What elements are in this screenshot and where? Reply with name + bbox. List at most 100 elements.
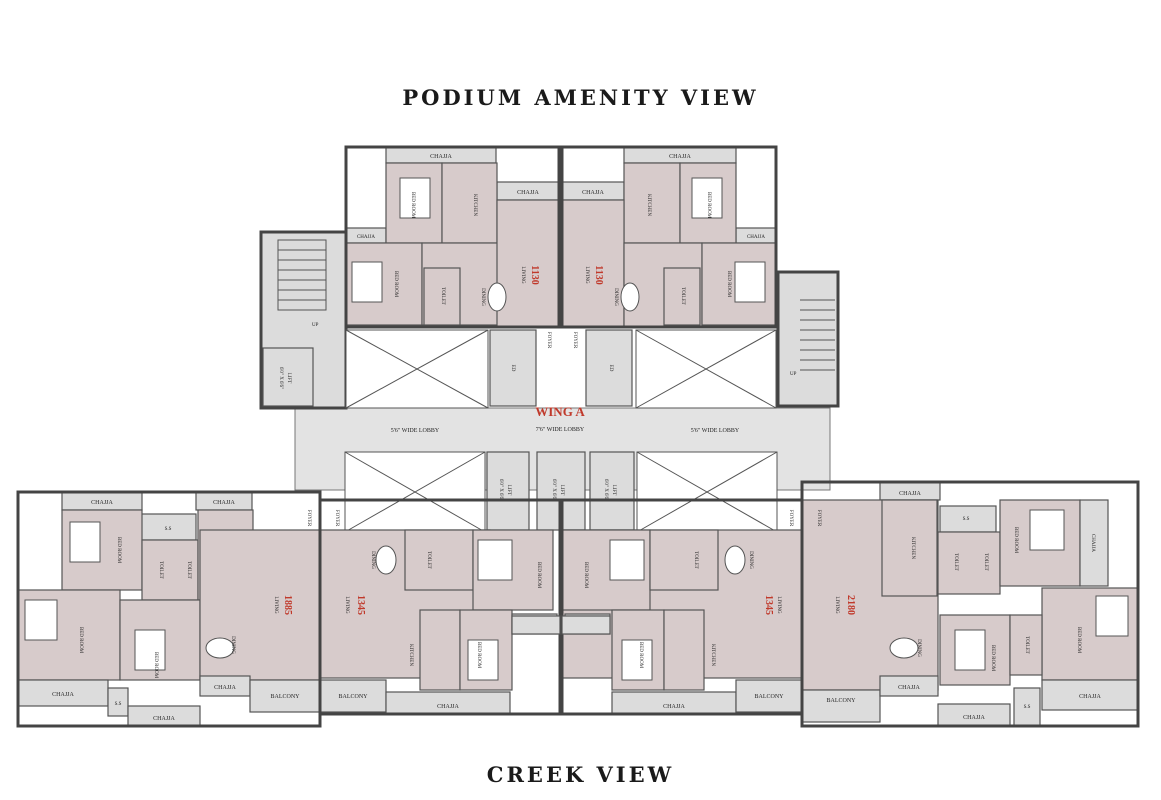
living-label: LIVING [520, 266, 525, 284]
kitchen-label: KITCHEN [472, 194, 477, 216]
toilet-label: TOILET [983, 553, 988, 570]
dining-table-top-right [620, 282, 640, 312]
podium-amenity-view-heading: PODIUM AMENITY VIEW [402, 85, 759, 110]
chajja-b4-5 [1041, 679, 1139, 711]
lift-2-label: LIFT [559, 485, 564, 496]
dining-table-b3 [724, 545, 746, 575]
toilet-b1-1 [141, 539, 199, 601]
area-top-left: 1130 [529, 265, 540, 284]
bedroom-label: BED ROOM [153, 652, 158, 679]
foyer-label: FOYER [572, 332, 577, 349]
dining-label: DINING [230, 636, 235, 654]
stair-right [777, 271, 839, 407]
lift-4 [262, 347, 314, 407]
chajja-label: CHAJJA [91, 500, 113, 506]
chajja-b4-2 [1079, 499, 1109, 587]
toilet-b4-1 [937, 531, 1001, 595]
chajja-label: CHAJJA [52, 692, 74, 698]
ed-label: ED [608, 365, 613, 372]
wing-title: WING A [535, 404, 585, 419]
lift-3-size: 6'0" X 6'6" [603, 479, 608, 501]
ss-label: S.S [963, 517, 970, 522]
area-bottom-2: 1345 [355, 595, 366, 615]
living-top-left-2 [496, 199, 560, 328]
bedroom-label: BED ROOM [726, 271, 731, 298]
area-bottom-4: 2180 [845, 595, 856, 615]
foyer-label: FOYER [816, 510, 821, 527]
balcony-b4 [801, 689, 881, 723]
lift-1-label: LIFT [506, 485, 511, 496]
toilet-label: TOILET [158, 561, 163, 578]
area-bottom-1: 1885 [282, 595, 293, 615]
area-bottom-3: 1345 [763, 595, 774, 615]
kitchen-top-left [441, 162, 498, 244]
toilet-label: TOILET [953, 553, 958, 570]
ss-b1-2 [107, 687, 129, 717]
toilet-label: TOILET [426, 551, 431, 568]
lift-1 [486, 451, 530, 531]
kitchen-label: KITCHEN [408, 644, 413, 666]
bedroom-label: BED ROOM [410, 192, 415, 219]
chajja-label: CHAJJA [899, 491, 921, 497]
lobby-left-label: 5'6" WIDE LOBBY [391, 428, 440, 434]
dining-label: DINING [613, 288, 618, 306]
foyer-label: FOYER [788, 510, 793, 527]
chajja-label: CHAJJA [213, 500, 235, 506]
living-top-right [561, 199, 625, 328]
living-label: LIVING [273, 596, 278, 614]
creek-view-heading: CREEK VIEW [486, 762, 675, 787]
bedroom-label: BED ROOM [393, 271, 398, 298]
chajja-center-left [511, 615, 561, 635]
kitchen-top-right [623, 162, 681, 244]
chajja-label: CHAJJA [430, 154, 452, 160]
bedroom-label: BED ROOM [706, 192, 711, 219]
stair-right-up: UP [790, 372, 797, 377]
kitchen-label: KITCHEN [710, 644, 715, 666]
area-top-right: 1130 [593, 265, 604, 284]
ss-b4 [939, 505, 997, 533]
lift-2-size: 6'0" X 6'6" [551, 479, 556, 501]
chajja-label: CHAJJA [214, 685, 236, 691]
bedroom-label: BED ROOM [1076, 627, 1081, 654]
dining-table-b2 [375, 545, 397, 575]
toilet-b2 [404, 529, 474, 591]
toilet-label: TOILET [1024, 636, 1029, 653]
chajja-b1-3 [17, 679, 109, 707]
chajja-label: CHAJJA [963, 715, 985, 721]
lift-3-label: LIFT [611, 485, 616, 496]
chajja-label: CHAJJA [898, 685, 920, 691]
chajja-label: CHAJJA [582, 190, 604, 196]
living-label: LIVING [834, 596, 839, 614]
ed-label: ED [510, 365, 515, 372]
living-label: LIVING [584, 266, 589, 284]
chajja-b4-3 [879, 675, 939, 697]
ss-label: S.S [1024, 705, 1031, 710]
foyer-label: FOYER [546, 332, 551, 349]
chajja-label: CHAJJA [1079, 694, 1101, 700]
bedroom-label: BED ROOM [78, 627, 83, 654]
balcony-b2 [319, 679, 387, 713]
bedroom-label: BED ROOM [1013, 527, 1018, 554]
kitchen-b2 [419, 609, 461, 691]
balcony-b3 [735, 679, 803, 713]
toilet-b4-2 [1009, 614, 1043, 676]
chajja-label: CHAJJA [669, 154, 691, 160]
balcony-label: BALCONY [754, 694, 784, 700]
kitchen-label: KITCHEN [646, 194, 651, 216]
ss-label: S.S [165, 527, 172, 532]
ed-shaft-left [489, 329, 537, 407]
bedroom-label: BED ROOM [638, 642, 643, 669]
toilet-top-right [663, 267, 701, 326]
bedroom-label: BED ROOM [990, 645, 995, 672]
lift-3 [589, 451, 635, 531]
chajja-label: CHAJJA [747, 235, 765, 240]
dining-table-b1 [205, 637, 235, 659]
balcony-label: BALCONY [338, 694, 368, 700]
bedroom-label: BED ROOM [583, 562, 588, 589]
lobby-right-label: 5'6" WIDE LOBBY [691, 428, 740, 434]
bedroom-label: BED ROOM [116, 537, 121, 564]
living-label: LIVING [776, 596, 781, 614]
dining-label: DINING [748, 551, 753, 569]
kitchen-b3 [663, 609, 705, 691]
